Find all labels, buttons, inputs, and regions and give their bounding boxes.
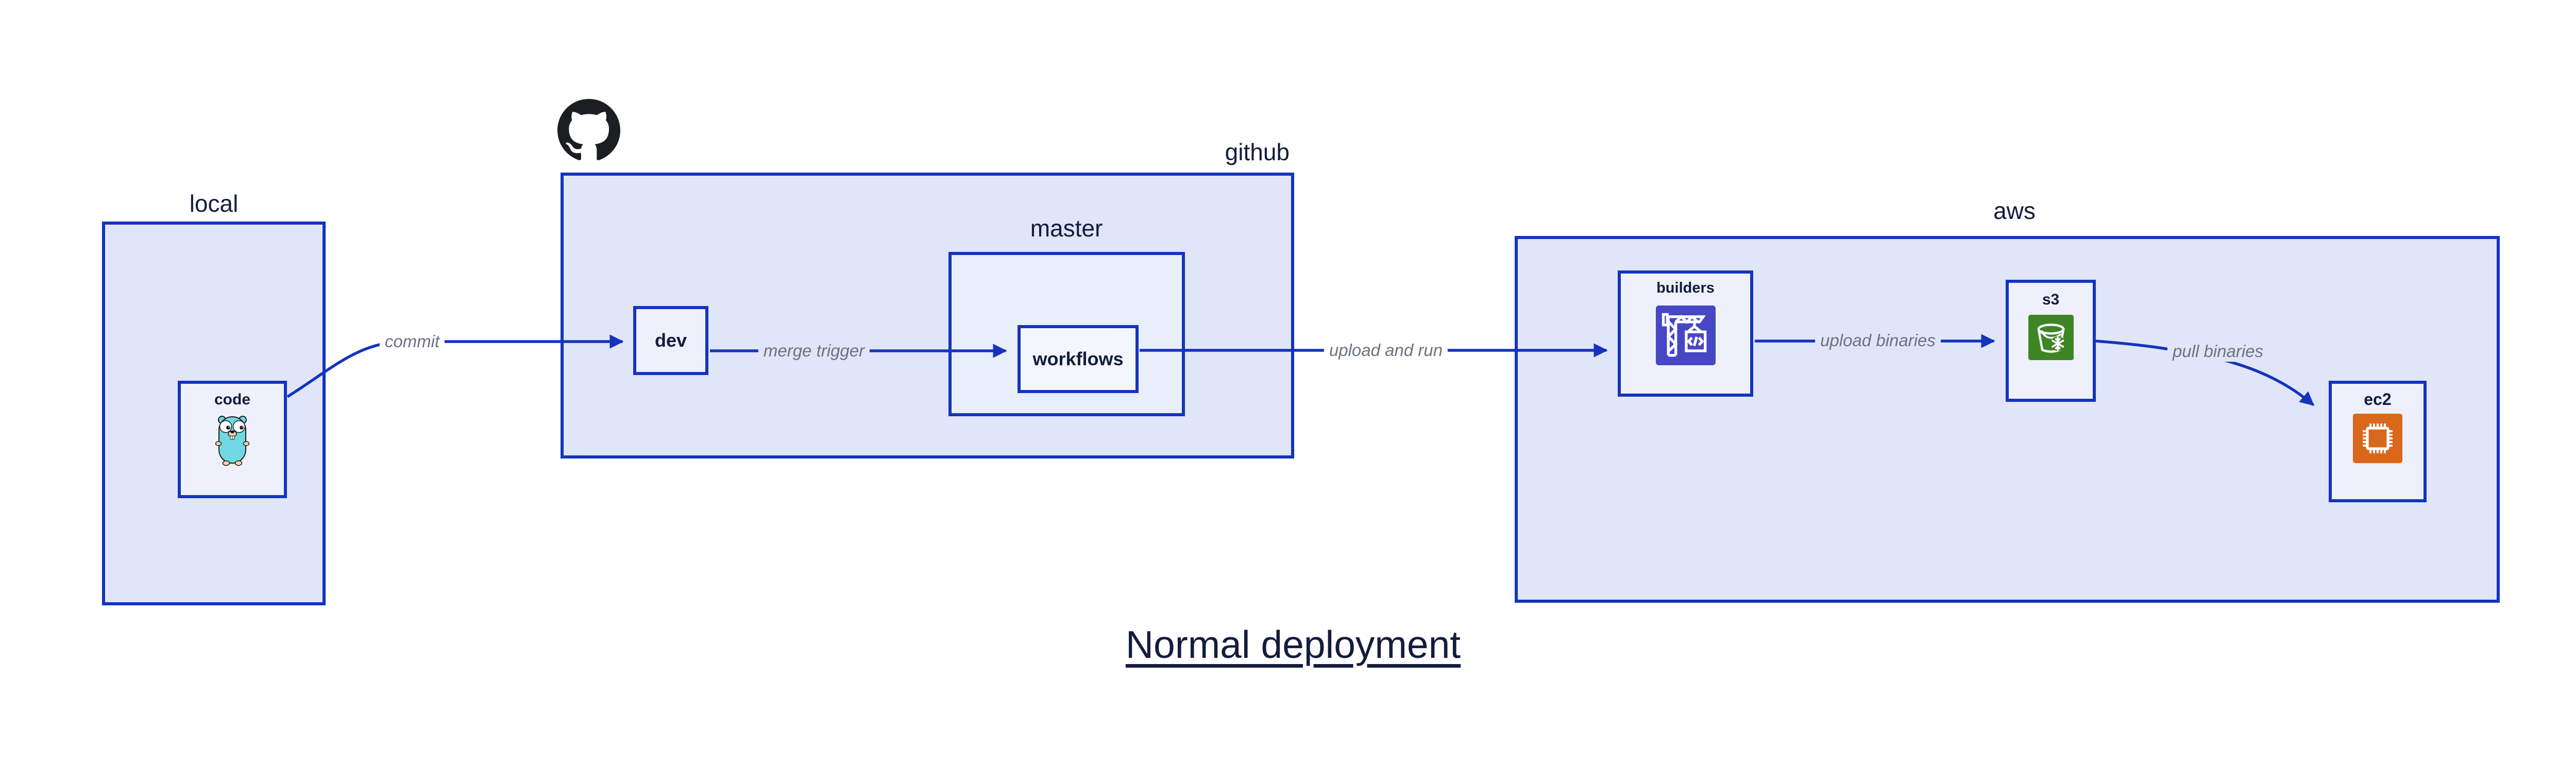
- aws-ec2-chip-icon: [2353, 414, 2402, 463]
- container-label-master: master: [1030, 215, 1103, 242]
- node-label-builders: builders: [1656, 280, 1715, 296]
- container-label-aws: aws: [1993, 197, 2036, 224]
- container-label-local: local: [189, 190, 239, 217]
- node-label-dev: dev: [654, 330, 687, 351]
- node-workflows: workflows: [1018, 325, 1139, 393]
- aws-s3-glacier-bucket-icon: [2028, 315, 2074, 360]
- aws-codebuild-crane-icon: [1655, 305, 1716, 365]
- node-label-s3: s3: [2042, 291, 2060, 308]
- edge-label-pull-binaries: pull binaries: [2167, 341, 2269, 362]
- edge-label-upload-and-run: upload and run: [1324, 340, 1448, 361]
- edge-label-upload-binaries: upload binaries: [1815, 330, 1941, 351]
- node-builders: builders: [1618, 270, 1753, 397]
- container-label-github: github: [1225, 139, 1290, 165]
- node-s3: s3: [2006, 280, 2096, 402]
- edge-label-commit: commit: [379, 331, 445, 352]
- node-code: code: [178, 381, 287, 498]
- edge-label-merge-trigger: merge trigger: [758, 341, 870, 361]
- node-ec2: ec2: [2329, 381, 2427, 502]
- github-octocat-icon: [557, 99, 620, 160]
- diagram-title: Normal deployment: [1125, 623, 1461, 666]
- node-label-ec2: ec2: [2364, 390, 2392, 409]
- go-gopher-icon: [215, 416, 249, 466]
- node-dev: dev: [633, 306, 708, 375]
- node-label-code: code: [214, 391, 251, 408]
- node-label-workflows: workflows: [1032, 348, 1124, 369]
